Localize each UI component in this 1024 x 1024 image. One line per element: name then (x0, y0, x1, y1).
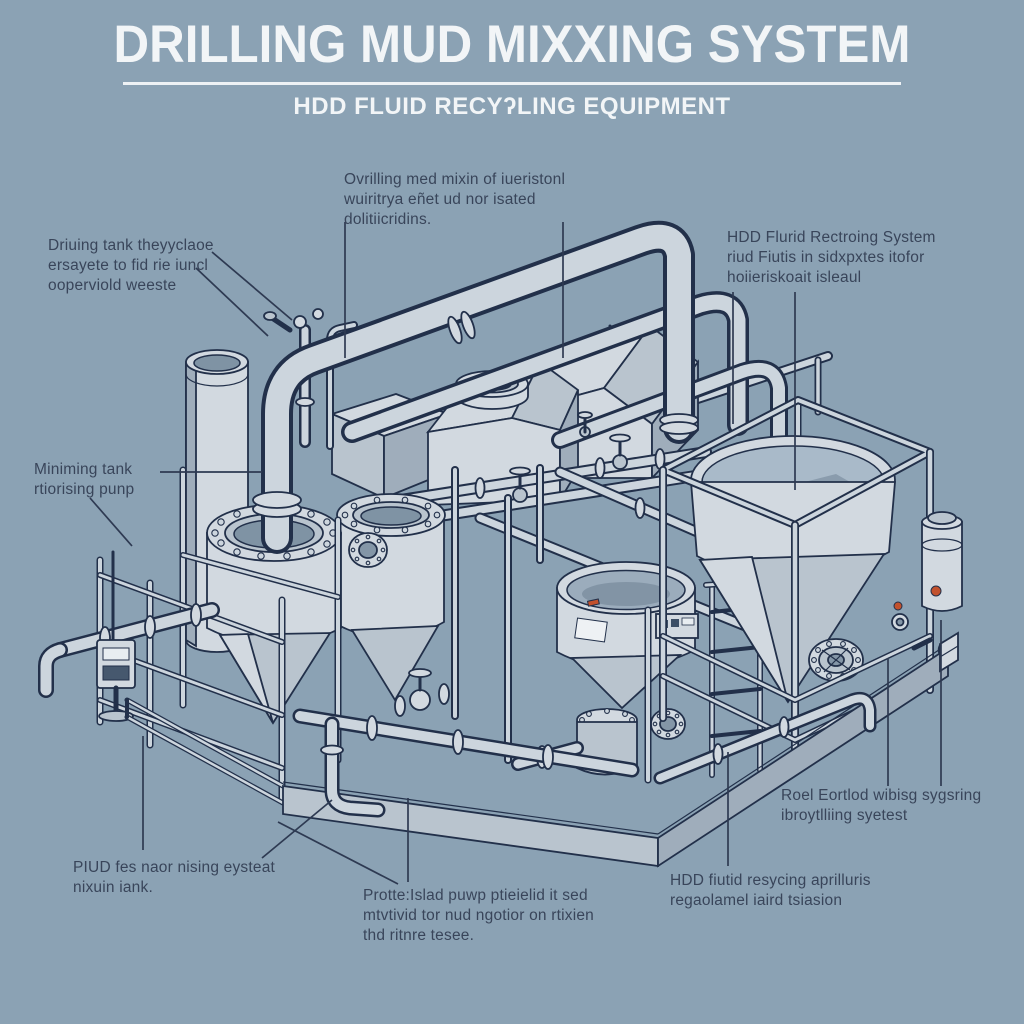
mixing-tank-2 (336, 493, 446, 702)
callout-line: wuiritrya eñet ud nor isated (344, 191, 536, 208)
callout-line: thd ritnre tesee. (363, 927, 475, 944)
callout-line: ibroytlliing syetest (781, 807, 908, 824)
callout-right-upper: HDD Flurid Rectroing System riud Fiutis … (727, 228, 936, 288)
callout-bottom-right: HDD fiutid resycing aprilluris regaolame… (670, 871, 871, 911)
red-rim-marker (586, 598, 600, 607)
tank-label-plate (574, 617, 608, 643)
callout-right-mid: Roel Eortlod wibisg sygsring ibroytlliin… (781, 786, 981, 826)
callout-left-mid: Miniming tank rtiorising punp (34, 460, 134, 500)
callout-line: nixuin iank. (73, 879, 153, 896)
callout-line: regaolamel iaird tsiasion (670, 892, 843, 909)
callout-line: ersayete to fid rie iuncl (48, 257, 209, 274)
callout-line: Roel Eortlod wibisg sygsring (781, 787, 982, 804)
page-subtitle: HDD FLUID RECYʔLING EQUIPMENT (293, 93, 731, 120)
callout-line: HDD fiutid resycing aprilluris (670, 872, 871, 889)
overhead-pipe-right (551, 359, 788, 514)
accumulator-cylinder (891, 511, 963, 661)
left-pump-piping (38, 550, 220, 722)
front-manifold-piping (292, 668, 877, 818)
callout-line: Miniming tank (34, 461, 133, 478)
title-block: DRILLING MUD MIXXING SYSTEM HDD FLUID RE… (0, 14, 1024, 121)
callout-line: rtiorising punp (34, 481, 135, 498)
callout-line: ooperviold weeste (48, 277, 177, 294)
callout-bottom-center: Protte:Islad puwp ptieielid it sed mtvti… (363, 886, 594, 946)
title-divider (123, 82, 901, 85)
overhead-pipe-rear (341, 291, 749, 443)
callout-line: Driuing tank theyyclaoe (48, 237, 214, 254)
callout-line: Ovrilling med mixin of iueristonl (344, 171, 566, 188)
instrument-gauge (96, 639, 136, 689)
callout-line: riud Fiutis in sidxpxtes itofor (727, 249, 925, 266)
pump-valve-body (409, 689, 431, 711)
callout-line: PIUD fes naor nising eysteat (73, 859, 276, 876)
page-title: DRILLING MUD MIXXING SYSTEM (113, 15, 911, 74)
overhead-pipe-main (252, 220, 699, 554)
red-valve-accent (930, 585, 942, 597)
red-valve-accent (893, 601, 903, 611)
callout-line: hoiieriskoait isleaul (727, 269, 862, 286)
callout-line: mtvtivid tor nud ngotior on rtixien (363, 907, 594, 924)
callout-line: Protte:Islad puwp ptieielid it sed (363, 887, 588, 904)
leader-lines (89, 222, 942, 885)
callout-top-center: Ovrilling med mixin of iueristonl wuirit… (344, 170, 565, 230)
callout-line: dolitiicridins. (344, 211, 432, 228)
skid-base (124, 631, 959, 868)
callout-left-upper: Driuing tank theyyclaoe ersayete to fid … (48, 236, 214, 296)
callout-bottom-left: PIUD fes naor nising eysteat nixuin iank… (73, 858, 275, 898)
callout-line: HDD Flurid Rectroing System (727, 229, 936, 246)
